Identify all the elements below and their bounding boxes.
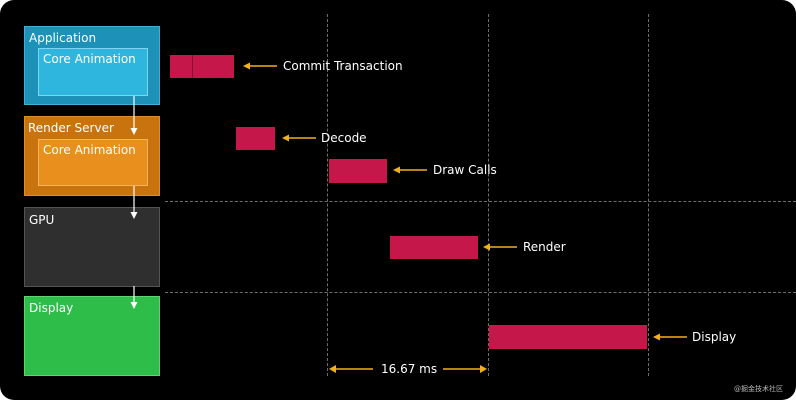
flow-arrow-gpu-to-display	[130, 286, 138, 309]
render-pointer-arrow	[483, 243, 517, 251]
draw-calls-bar	[329, 159, 387, 183]
commit-transaction-bar-divider	[192, 55, 193, 78]
core-animation-label-render-server: Core Animation	[43, 143, 136, 157]
display-pointer-arrow	[653, 333, 687, 341]
flow-arrow-application-to-render-server	[130, 96, 138, 135]
render-label: Render	[523, 240, 566, 254]
stage-label-render-server: Render Server	[28, 121, 114, 135]
core-animation-label-application: Core Animation	[43, 52, 136, 66]
render-bar	[390, 236, 478, 259]
commit-transaction-pointer-arrow	[243, 62, 277, 70]
frame-gridline-2	[488, 14, 489, 376]
flow-arrow-render-server-to-gpu	[130, 186, 138, 219]
commit-transaction-bar	[170, 55, 234, 78]
stage-label-gpu: GPU	[29, 213, 55, 227]
frame-interval-label: 16.67 ms	[381, 362, 438, 376]
stage-application: Application Core Animation	[24, 26, 160, 105]
decode-pointer-arrow	[282, 134, 316, 142]
stage-render-server: Render Server Core Animation	[24, 116, 160, 196]
stage-display: Display	[24, 296, 160, 376]
frame-gridline-1	[327, 14, 328, 376]
frame-gridline-3	[648, 14, 649, 376]
draw-calls-label: Draw Calls	[433, 163, 497, 177]
frame-interval-measure-arrow	[329, 365, 487, 373]
commit-transaction-label: Commit Transaction	[283, 59, 403, 73]
draw-calls-pointer-arrow	[393, 166, 427, 174]
display-label: Display	[692, 330, 737, 344]
stage-label-display: Display	[29, 301, 74, 315]
row-gridline-1	[165, 201, 796, 202]
row-gridline-2	[165, 292, 796, 293]
decode-label: Decode	[321, 131, 367, 145]
decode-bar	[236, 127, 275, 150]
display-bar	[489, 325, 647, 349]
core-animation-box-render-server: Core Animation	[38, 139, 148, 186]
stage-gpu: GPU	[24, 207, 160, 287]
stage-label-application: Application	[29, 31, 97, 45]
core-animation-box-application: Core Animation	[38, 48, 148, 96]
watermark: @掘金技术社区	[734, 385, 783, 393]
